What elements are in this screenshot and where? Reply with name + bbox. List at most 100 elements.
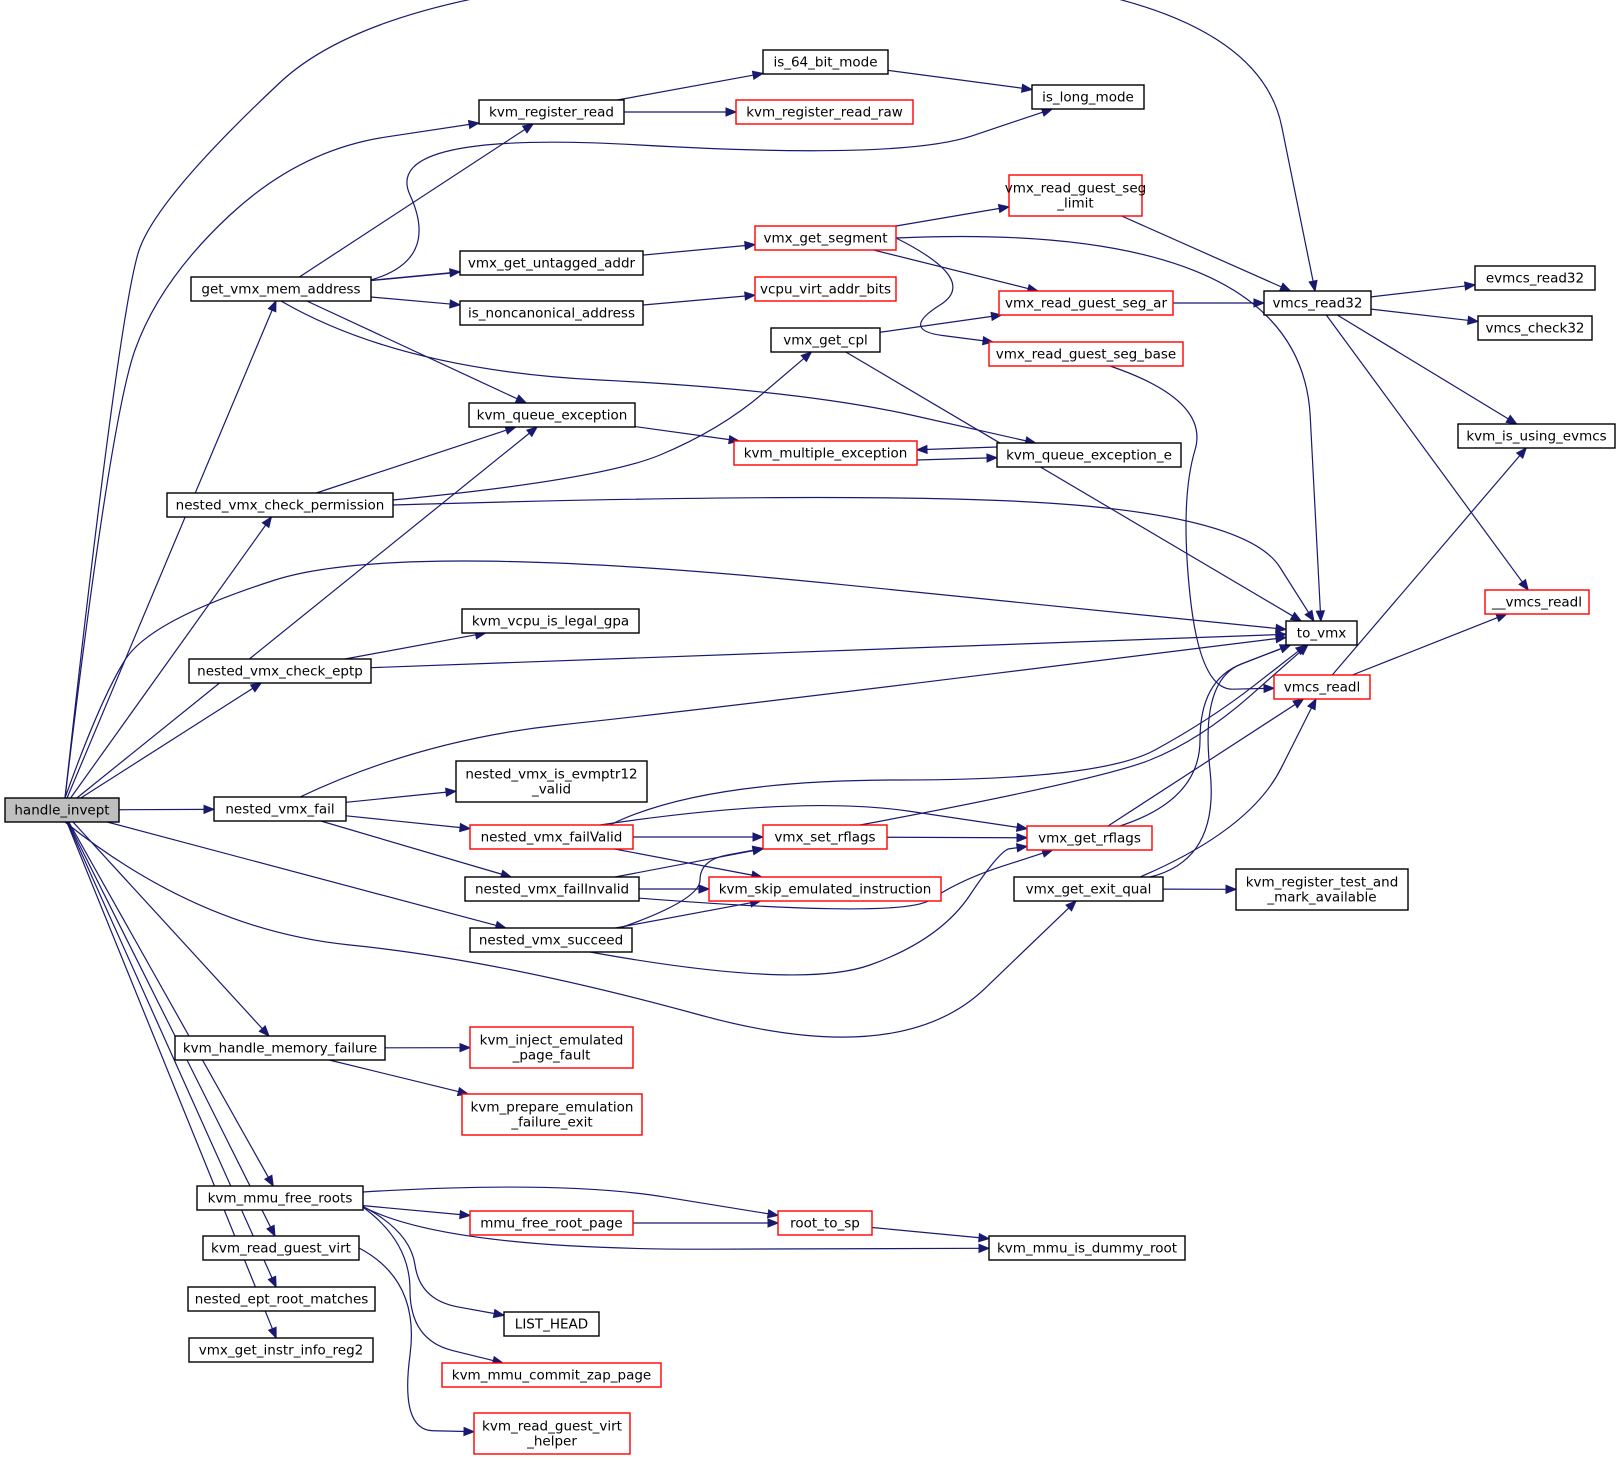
node-nested-vmx-is-evmptr12-valid[interactable]: nested_vmx_is_evmptr12_valid [455, 760, 648, 803]
node-label: vmx_set_rflags [774, 830, 875, 846]
node-vmx-read-guest-seg-base[interactable]: vmx_read_guest_seg_base [988, 341, 1184, 367]
node-nested-vmx-fail[interactable]: nested_vmx_fail [213, 796, 347, 822]
node-mmu-free-root-page[interactable]: mmu_free_root_page [469, 1210, 634, 1236]
node-kvm-read-guest-virt[interactable]: kvm_read_guest_virt [202, 1235, 360, 1261]
edge-handle_invept-to-nested_vmx_check_eptp [80, 682, 263, 799]
node-to-vmx[interactable]: to_vmx [1285, 620, 1358, 646]
node-kvm-register-test-and-mark-available[interactable]: kvm_register_test_and_mark_available [1235, 868, 1409, 911]
node-vcpu-virt-addr-bits[interactable]: vcpu_virt_addr_bits [754, 276, 897, 302]
node-kvm-vcpu-is-legal-gpa[interactable]: kvm_vcpu_is_legal_gpa [461, 608, 640, 634]
node---vmcs-readl[interactable]: __vmcs_readl [1484, 589, 1590, 615]
node-get-vmx-mem-address[interactable]: get_vmx_mem_address [190, 276, 372, 302]
edge-vmx_read_guest_seg_ar-to-vmcs_read32 [1173, 298, 1266, 308]
node-kvm-mmu-free-roots[interactable]: kvm_mmu_free_roots [196, 1185, 364, 1211]
node-label: kvm_inject_emulated [480, 1033, 624, 1049]
node-nested-vmx-check-permission[interactable]: nested_vmx_check_permission [166, 492, 394, 518]
node-label: mmu_free_root_page [480, 1216, 623, 1232]
node-label: vmx_get_instr_info_reg2 [199, 1343, 364, 1359]
edge-handle_invept-to-get_vmx_mem_address [66, 299, 277, 799]
node-label: nested_vmx_check_permission [176, 498, 385, 514]
node-label: is_noncanonical_address [468, 306, 635, 322]
edge-vmx_set_rflags-to-to_vmx [859, 644, 1309, 826]
node-nested-vmx-failValid[interactable]: nested_vmx_failValid [469, 824, 634, 850]
node-label: kvm_mmu_commit_zap_page [452, 1368, 652, 1384]
node-kvm-read-guest-virt-helper[interactable]: kvm_read_guest_virt_helper [473, 1412, 631, 1455]
edge-nested_vmx_fail-to-nested_vmx_failValid [345, 815, 472, 833]
node-label: vmcs_readl [1284, 680, 1361, 696]
node-nested-vmx-failInvalid[interactable]: nested_vmx_failInvalid [464, 876, 640, 902]
edge-nested_vmx_check_permission-to-vmx_get_cpl [392, 351, 813, 501]
node-LIST-HEAD[interactable]: LIST_HEAD [503, 1311, 600, 1337]
node-label: kvm_read_guest_virt [211, 1241, 351, 1257]
node-label: kvm_register_read_raw [746, 105, 903, 121]
edge-kvm_queue_exception_e-to-kvm_multiple_exception [915, 444, 998, 455]
node-vmx-get-cpl[interactable]: vmx_get_cpl [770, 327, 881, 353]
edge-kvm_read_guest_virt-to-kvm_read_guest_virt_helper [358, 1247, 476, 1437]
node-kvm-register-read-raw[interactable]: kvm_register_read_raw [735, 99, 914, 125]
node-root-to-sp[interactable]: root_to_sp [777, 1210, 873, 1236]
node-label: nested_ept_root_matches [195, 1292, 369, 1308]
edge-handle_invept-to-kvm_handle_memory_failure [72, 821, 270, 1037]
node-label: handle_invept [14, 803, 109, 819]
node-vmx-get-rflags[interactable]: vmx_get_rflags [1026, 825, 1153, 851]
node-kvm-skip-emulated-instruction[interactable]: kvm_skip_emulated_instruction [708, 876, 942, 902]
edge-kvm_mmu_free_roots-to-root_to_sp [362, 1186, 780, 1219]
edge-vmcs_read32-to-__vmcs_readl [1325, 314, 1529, 592]
edge-kvm_handle_memory_failure-to-kvm_inject_emulated_page_fault [384, 1042, 472, 1053]
call-edges [64, 0, 1529, 1437]
node-kvm-inject-emulated-page-fault[interactable]: kvm_inject_emulated_page_fault [469, 1026, 634, 1069]
edge-vmx_get_cpl-to-to_vmx [845, 351, 1303, 622]
edge-nested_vmx_succeed-to-vmx_set_rflags [619, 845, 765, 929]
node-nested-ept-root-matches[interactable]: nested_ept_root_matches [187, 1286, 376, 1312]
node-is-noncanonical-address[interactable]: is_noncanonical_address [459, 300, 644, 326]
edge-vmx_get_exit_qual-to-vmcs_readl [1139, 697, 1317, 878]
node-vmx-set-rflags[interactable]: vmx_set_rflags [762, 824, 888, 850]
edge-nested_vmx_succeed-to-vmx_get_rflags [589, 843, 1029, 976]
edge-vmx_get_cpl-to-vmx_read_guest_seg_ar [879, 311, 1003, 333]
node-label: nested_vmx_fail [225, 802, 334, 818]
node-label: _page_fault [512, 1048, 591, 1064]
node-vmx-read-guest-seg-limit[interactable]: vmx_read_guest_seg_limit [1005, 174, 1146, 217]
node-kvm-is-using-evmcs[interactable]: kvm_is_using_evmcs [1457, 423, 1616, 449]
node-kvm-multiple-exception[interactable]: kvm_multiple_exception [733, 440, 918, 466]
node-vmx-get-instr-info-reg2[interactable]: vmx_get_instr_info_reg2 [188, 1337, 374, 1363]
node-vmx-get-segment[interactable]: vmx_get_segment [754, 225, 897, 251]
edge-handle_invept-to-to_vmx [64, 560, 1288, 799]
edge-nested_vmx_failValid-to-vmx_set_rflags [633, 832, 765, 842]
node-vmx-read-guest-seg-ar[interactable]: vmx_read_guest_seg_ar [998, 290, 1174, 316]
edge-vmx_get_segment-to-vmx_read_guest_seg_ar [873, 249, 1040, 294]
node-kvm-register-read[interactable]: kvm_register_read [478, 99, 625, 125]
node-handle-invept: handle_invept [4, 797, 120, 823]
node-vmcs-readl[interactable]: vmcs_readl [1273, 674, 1371, 700]
node-vmcs-read32[interactable]: vmcs_read32 [1263, 290, 1372, 316]
node-evmcs-read32[interactable]: evmcs_read32 [1474, 265, 1596, 291]
node-vmcs-check32[interactable]: vmcs_check32 [1477, 315, 1593, 341]
node-label: vmx_read_guest_seg_ar [1005, 296, 1167, 312]
edge-handle_invept-to-nested_vmx_check_permission [70, 515, 273, 799]
edge-mmu_free_root_page-to-root_to_sp [633, 1218, 780, 1228]
node-label: kvm_is_using_evmcs [1466, 429, 1606, 445]
node-kvm-mmu-is-dummy-root[interactable]: kvm_mmu_is_dummy_root [988, 1235, 1186, 1261]
node-kvm-handle-memory-failure[interactable]: kvm_handle_memory_failure [174, 1035, 386, 1061]
node-nested-vmx-check-eptp[interactable]: nested_vmx_check_eptp [188, 658, 372, 684]
node-label: vmx_get_exit_qual [1026, 882, 1152, 898]
node-kvm-queue-exception-e[interactable]: kvm_queue_exception_e [996, 442, 1182, 468]
edge-vmx_get_segment-to-to_vmx [895, 235, 1326, 623]
node-vmx-get-exit-qual[interactable]: vmx_get_exit_qual [1013, 876, 1164, 902]
node-label: kvm_queue_exception [477, 408, 628, 424]
node-label: vmcs_read32 [1273, 296, 1363, 312]
node-nested-vmx-succeed[interactable]: nested_vmx_succeed [469, 927, 633, 953]
edge-vmcs_read32-to-evmcs_read32 [1370, 281, 1477, 298]
edge-vmx_get_rflags-to-vmcs_readl [1107, 698, 1305, 827]
node-is-64-bit-mode[interactable]: is_64_bit_mode [762, 49, 889, 75]
edge-kvm_register_read-to-is_64_bit_mode [617, 70, 765, 101]
node-is-long-mode[interactable]: is_long_mode [1031, 84, 1145, 110]
node-label: is_long_mode [1042, 90, 1134, 106]
node-kvm-queue-exception[interactable]: kvm_queue_exception [468, 402, 636, 428]
edge-vmcs_readl-to-kvm_is_using_evmcs [1331, 446, 1528, 676]
edge-nested_vmx_failValid-to-vmx_get_rflags [599, 804, 1029, 832]
node-vmx-get-untagged-addr[interactable]: vmx_get_untagged_addr [459, 250, 644, 276]
node-kvm-mmu-commit-zap-page[interactable]: kvm_mmu_commit_zap_page [441, 1362, 662, 1388]
node-kvm-prepare-emulation-failure-exit[interactable]: kvm_prepare_emulation_failure_exit [461, 1093, 643, 1136]
